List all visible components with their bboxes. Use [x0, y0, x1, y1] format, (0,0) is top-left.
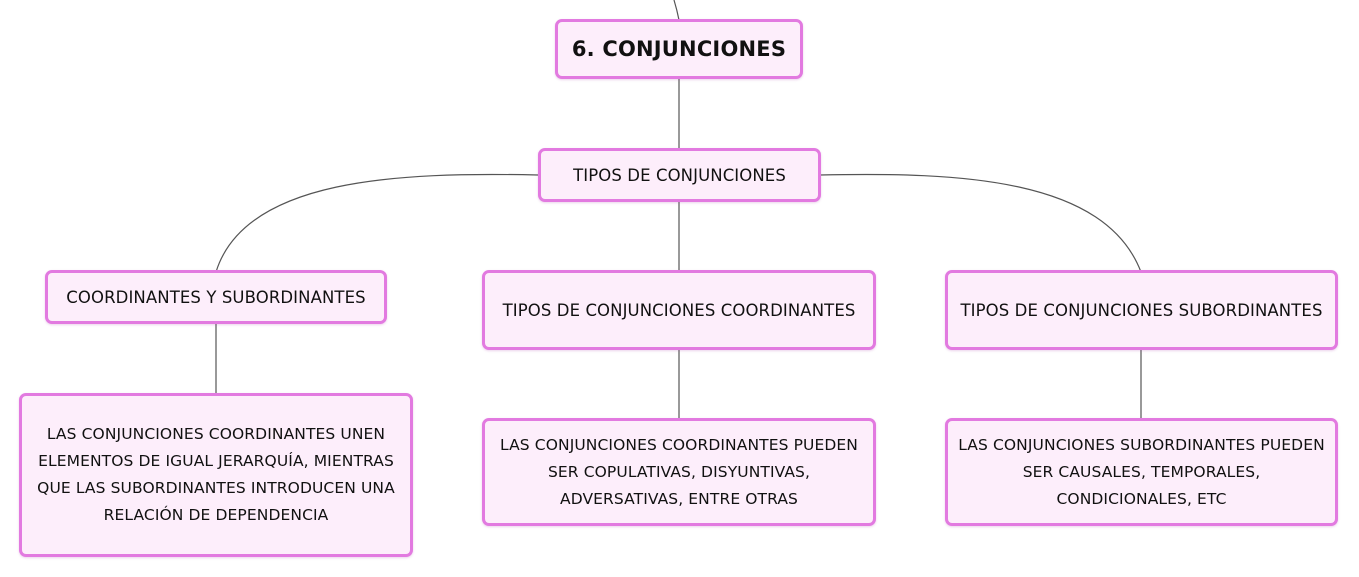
root-node[interactable]: 6. CONJUNCIONES — [555, 19, 803, 79]
coordinantes-types-node[interactable]: TIPOS DE CONJUNCIONES COORDINANTES — [482, 270, 876, 350]
subordinantes-detail-node[interactable]: LAS CONJUNCIONES SUBORDINANTES PUEDEN SE… — [945, 418, 1338, 526]
coord-subord-node-label: COORDINANTES Y SUBORDINANTES — [66, 287, 366, 307]
coord-subord-detail-node[interactable]: LAS CONJUNCIONES COORDINANTES UNEN ELEME… — [19, 393, 413, 557]
connector-types-to-subordinantes — [819, 173, 1142, 273]
subordinantes-detail-text: LAS CONJUNCIONES SUBORDINANTES PUEDEN SE… — [958, 435, 1325, 508]
types-node-label: TIPOS DE CONJUNCIONES — [573, 165, 786, 185]
types-node[interactable]: TIPOS DE CONJUNCIONES — [538, 148, 821, 202]
coord-subord-detail-text: LAS CONJUNCIONES COORDINANTES UNEN ELEME… — [37, 425, 395, 524]
coordinantes-types-node-label: TIPOS DE CONJUNCIONES COORDINANTES — [502, 300, 856, 320]
root-node-label: 6. CONJUNCIONES — [571, 37, 787, 61]
connector-types-to-coord-subord — [215, 173, 539, 273]
coordinantes-detail-node[interactable]: LAS CONJUNCIONES COORDINANTES PUEDEN SER… — [482, 418, 876, 526]
connector-parent-to-root — [673, 0, 680, 21]
subordinantes-types-node-label: TIPOS DE CONJUNCIONES SUBORDINANTES — [960, 300, 1323, 320]
subordinantes-types-node[interactable]: TIPOS DE CONJUNCIONES SUBORDINANTES — [945, 270, 1338, 350]
coord-subord-node[interactable]: COORDINANTES Y SUBORDINANTES — [45, 270, 387, 324]
coordinantes-detail-text: LAS CONJUNCIONES COORDINANTES PUEDEN SER… — [500, 435, 858, 508]
